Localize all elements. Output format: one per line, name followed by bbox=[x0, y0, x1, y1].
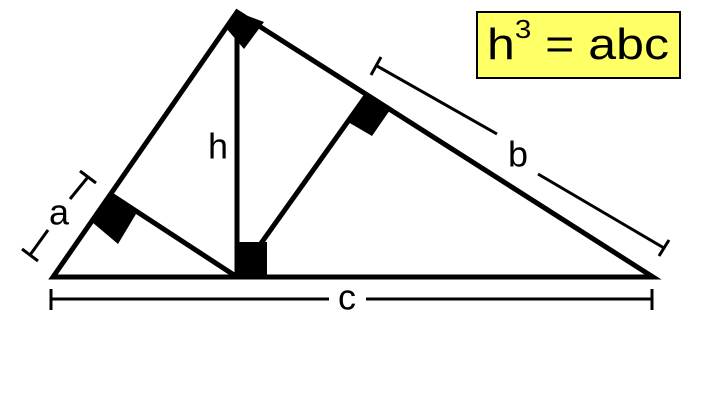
right-angle-marker-left-leg bbox=[92, 194, 136, 244]
right-angle-marker-apex bbox=[226, 12, 264, 49]
right-angle-marker-foot bbox=[237, 242, 267, 278]
dimension-b bbox=[369, 56, 671, 257]
right-angle-marker-right-leg bbox=[348, 96, 390, 136]
label-a: a bbox=[49, 192, 70, 233]
dimension-a bbox=[21, 169, 97, 263]
label-b: b bbox=[508, 134, 528, 175]
label-h: h bbox=[208, 126, 228, 167]
perpendicular-to-left-leg bbox=[108, 191, 239, 280]
label-c: c bbox=[338, 277, 356, 318]
main-triangle bbox=[48, 8, 662, 280]
dimension-c bbox=[49, 289, 654, 310]
